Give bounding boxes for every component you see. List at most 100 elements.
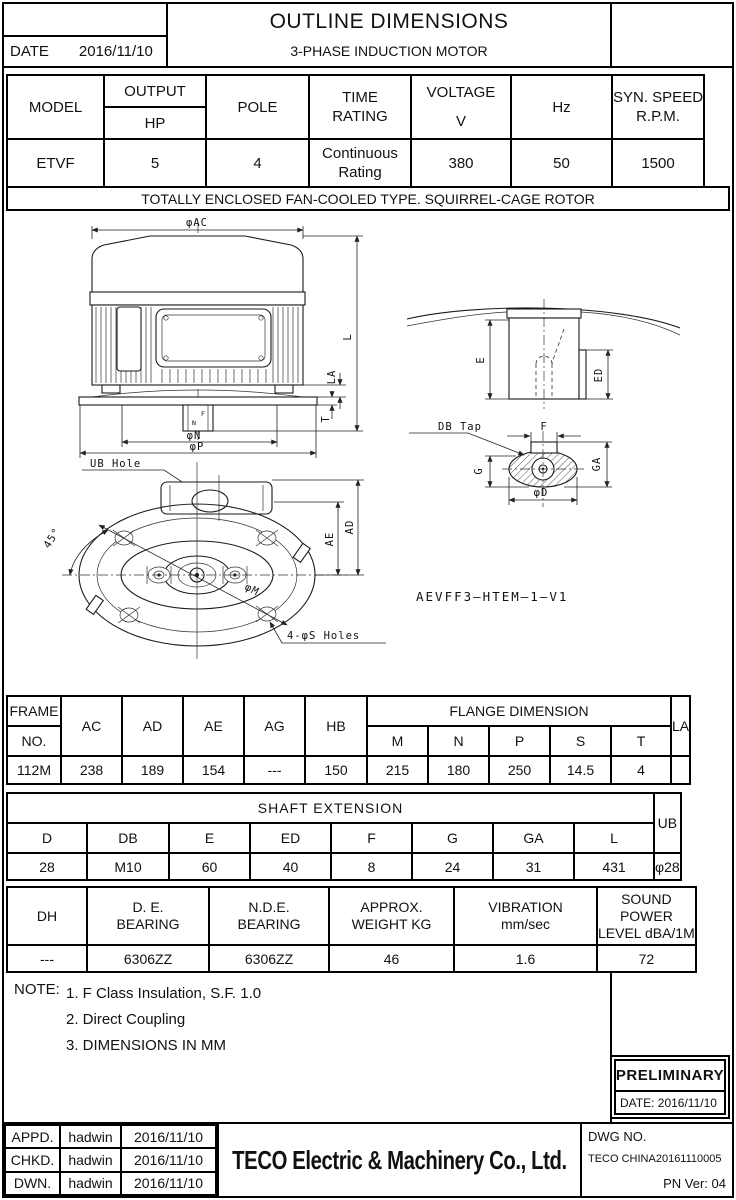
date-value: 2016/11/10 <box>78 43 153 60</box>
weight-line1: APPROX. <box>360 899 423 915</box>
col-dh: DH <box>6 886 88 946</box>
type-banner: TOTALLY ENCLOSED FAN-COOLED TYPE. SQUIRR… <box>6 186 730 211</box>
val-ad: 189 <box>121 755 184 785</box>
col-sound: SOUND POWER LEVEL dBA/1M <box>596 886 697 946</box>
appd-label: APPD. <box>4 1123 61 1150</box>
col-m: M <box>366 725 429 757</box>
page-title: OUTLINE DIMENSIONS <box>269 10 509 33</box>
spec-hz-header: Hz <box>510 74 613 140</box>
col-ub: UB <box>653 792 682 854</box>
shaft-view: E ED <box>406 299 681 409</box>
dwn-label: DWN. <box>4 1170 61 1197</box>
sound-line2: POWER <box>619 907 673 924</box>
pn-version: PN Ver: 04 <box>663 1176 726 1191</box>
dwg-no-block: DWG NO. TECO CHINA20161110005 PN Ver: 04 <box>582 1124 732 1196</box>
spec-time-rating-value: Continuous Rating <box>308 138 412 188</box>
val-d: 28 <box>6 852 88 881</box>
bearing-table: DH D. E. BEARING N.D.E. BEARING APPROX. … <box>6 886 697 973</box>
col-ed: ED <box>249 822 332 854</box>
col-ad: AD <box>121 695 184 757</box>
stub-n-label: N <box>192 419 196 427</box>
approval-row: DWN. hadwin 2016/11/10 <box>4 1170 217 1197</box>
preliminary-title: PRELIMINARY <box>616 1061 724 1092</box>
time-rating-line2: RATING <box>332 108 388 125</box>
model-code: AEVFF3—HTEM—1—V1 <box>416 589 568 604</box>
ub-hole-label: UB Hole <box>90 458 141 470</box>
vibration-line2: mm/sec <box>501 916 550 932</box>
val-n: 180 <box>427 755 490 785</box>
spec-hz-value: 50 <box>510 138 613 188</box>
val-ga: 31 <box>492 852 575 881</box>
header-right-cell <box>612 4 732 66</box>
val-ed: 40 <box>249 852 332 881</box>
spec-header-row: MODEL OUTPUT HP POLE TIME RATING VOLTAGE… <box>6 74 706 140</box>
spec-time-rating-header: TIME RATING <box>308 74 412 140</box>
val-weight: 46 <box>328 944 455 973</box>
spec-syn-speed-header: SYN. SPEED R.P.M. <box>610 74 706 140</box>
shaft-extension-table: SHAFT EXTENSION UB D DB E ED F G GA L 28… <box>6 792 682 881</box>
col-d: D <box>6 822 88 854</box>
frame-label: FRAME <box>6 695 62 727</box>
spec-output-unit: HP <box>106 106 204 137</box>
dwg-no-value: TECO CHINA20161110005 <box>588 1153 722 1165</box>
dim-ae: AE <box>324 532 336 547</box>
syn-speed-line2: R.P.M. <box>636 108 680 125</box>
val-ag: --- <box>243 755 306 785</box>
dwg-no-label: DWG NO. <box>588 1129 647 1144</box>
val-ae: 154 <box>182 755 245 785</box>
dh-label: DH <box>36 907 58 924</box>
dim-t: T <box>320 415 332 422</box>
val-p: 250 <box>488 755 551 785</box>
date-label: DATE <box>10 43 49 60</box>
dim-e: E <box>475 356 487 363</box>
note-items: 1. F Class Insulation, S.F. 1.0 2. Direc… <box>66 981 261 1059</box>
bearing-value-row: --- 6306ZZ 6306ZZ 46 1.6 72 <box>6 944 697 973</box>
sound-line1: SOUND <box>621 890 672 907</box>
val-hb: 150 <box>304 755 368 785</box>
spec-model-value: ETVF <box>6 138 105 188</box>
spec-voltage-header: VOLTAGE V <box>410 74 512 140</box>
dim-phi-ac: φAC <box>186 217 208 229</box>
weight-line2: WEIGHT KG <box>351 916 432 932</box>
note-item-1: 1. F Class Insulation, S.F. 1.0 <box>66 985 262 1002</box>
appd-date: 2016/11/10 <box>120 1123 217 1150</box>
header-empty-cell <box>4 4 166 37</box>
time-rating-value-line2: Rating <box>338 164 382 181</box>
val-s: 14.5 <box>549 755 612 785</box>
shaft-extension-header: SHAFT EXTENSION <box>6 792 655 824</box>
val-vibration: 1.6 <box>453 944 598 973</box>
chkd-name: hadwin <box>59 1147 122 1173</box>
spec-pole-header: POLE <box>205 74 310 140</box>
preliminary-date: DATE: 2016/11/10 <box>620 1095 717 1110</box>
col-vibration: VIBRATION mm/sec <box>453 886 598 946</box>
col-weight: APPROX. WEIGHT KG <box>328 886 455 946</box>
note-label: NOTE: <box>14 981 60 998</box>
spec-output-header: OUTPUT HP <box>103 74 207 140</box>
note-section: NOTE: 1. F Class Insulation, S.F. 1.0 2.… <box>4 973 612 1122</box>
approvals-table: APPD. hadwin 2016/11/10 CHKD. hadwin 201… <box>4 1123 217 1197</box>
spec-syn-speed-value: 1500 <box>610 138 706 188</box>
val-l: 431 <box>573 852 655 881</box>
col-s: S <box>549 725 612 757</box>
val-m: 215 <box>366 755 429 785</box>
stub-f-label: F <box>201 410 205 418</box>
nde-line2: BEARING <box>237 916 301 932</box>
col-ga: GA <box>492 822 575 854</box>
col-ag: AG <box>243 695 306 757</box>
spec-output-value: 5 <box>103 138 207 188</box>
side-view: φAC F N L <box>78 217 363 458</box>
col-la: LA <box>669 695 692 757</box>
dim-phi-n: φN <box>187 430 202 442</box>
val-sound: 72 <box>596 944 697 973</box>
sound-line3: LEVEL dBA/1M <box>598 924 695 941</box>
shaft-section-view: DB Tap F G GA φD <box>409 421 612 507</box>
spec-voltage-value: 380 <box>410 138 512 188</box>
chkd-label: CHKD. <box>4 1147 61 1173</box>
s-holes-label: 4-φS Holes <box>287 630 360 642</box>
col-l: L <box>573 822 655 854</box>
dim-45deg: 45° <box>41 526 63 551</box>
outline-drawing: φAC F N L <box>41 217 681 659</box>
frame-table: FRAME AC AD AE AG HB FLANGE DIMENSION LA… <box>6 695 692 785</box>
company-name-block: TECO Electric & Machinery Co., Ltd. <box>217 1124 582 1196</box>
